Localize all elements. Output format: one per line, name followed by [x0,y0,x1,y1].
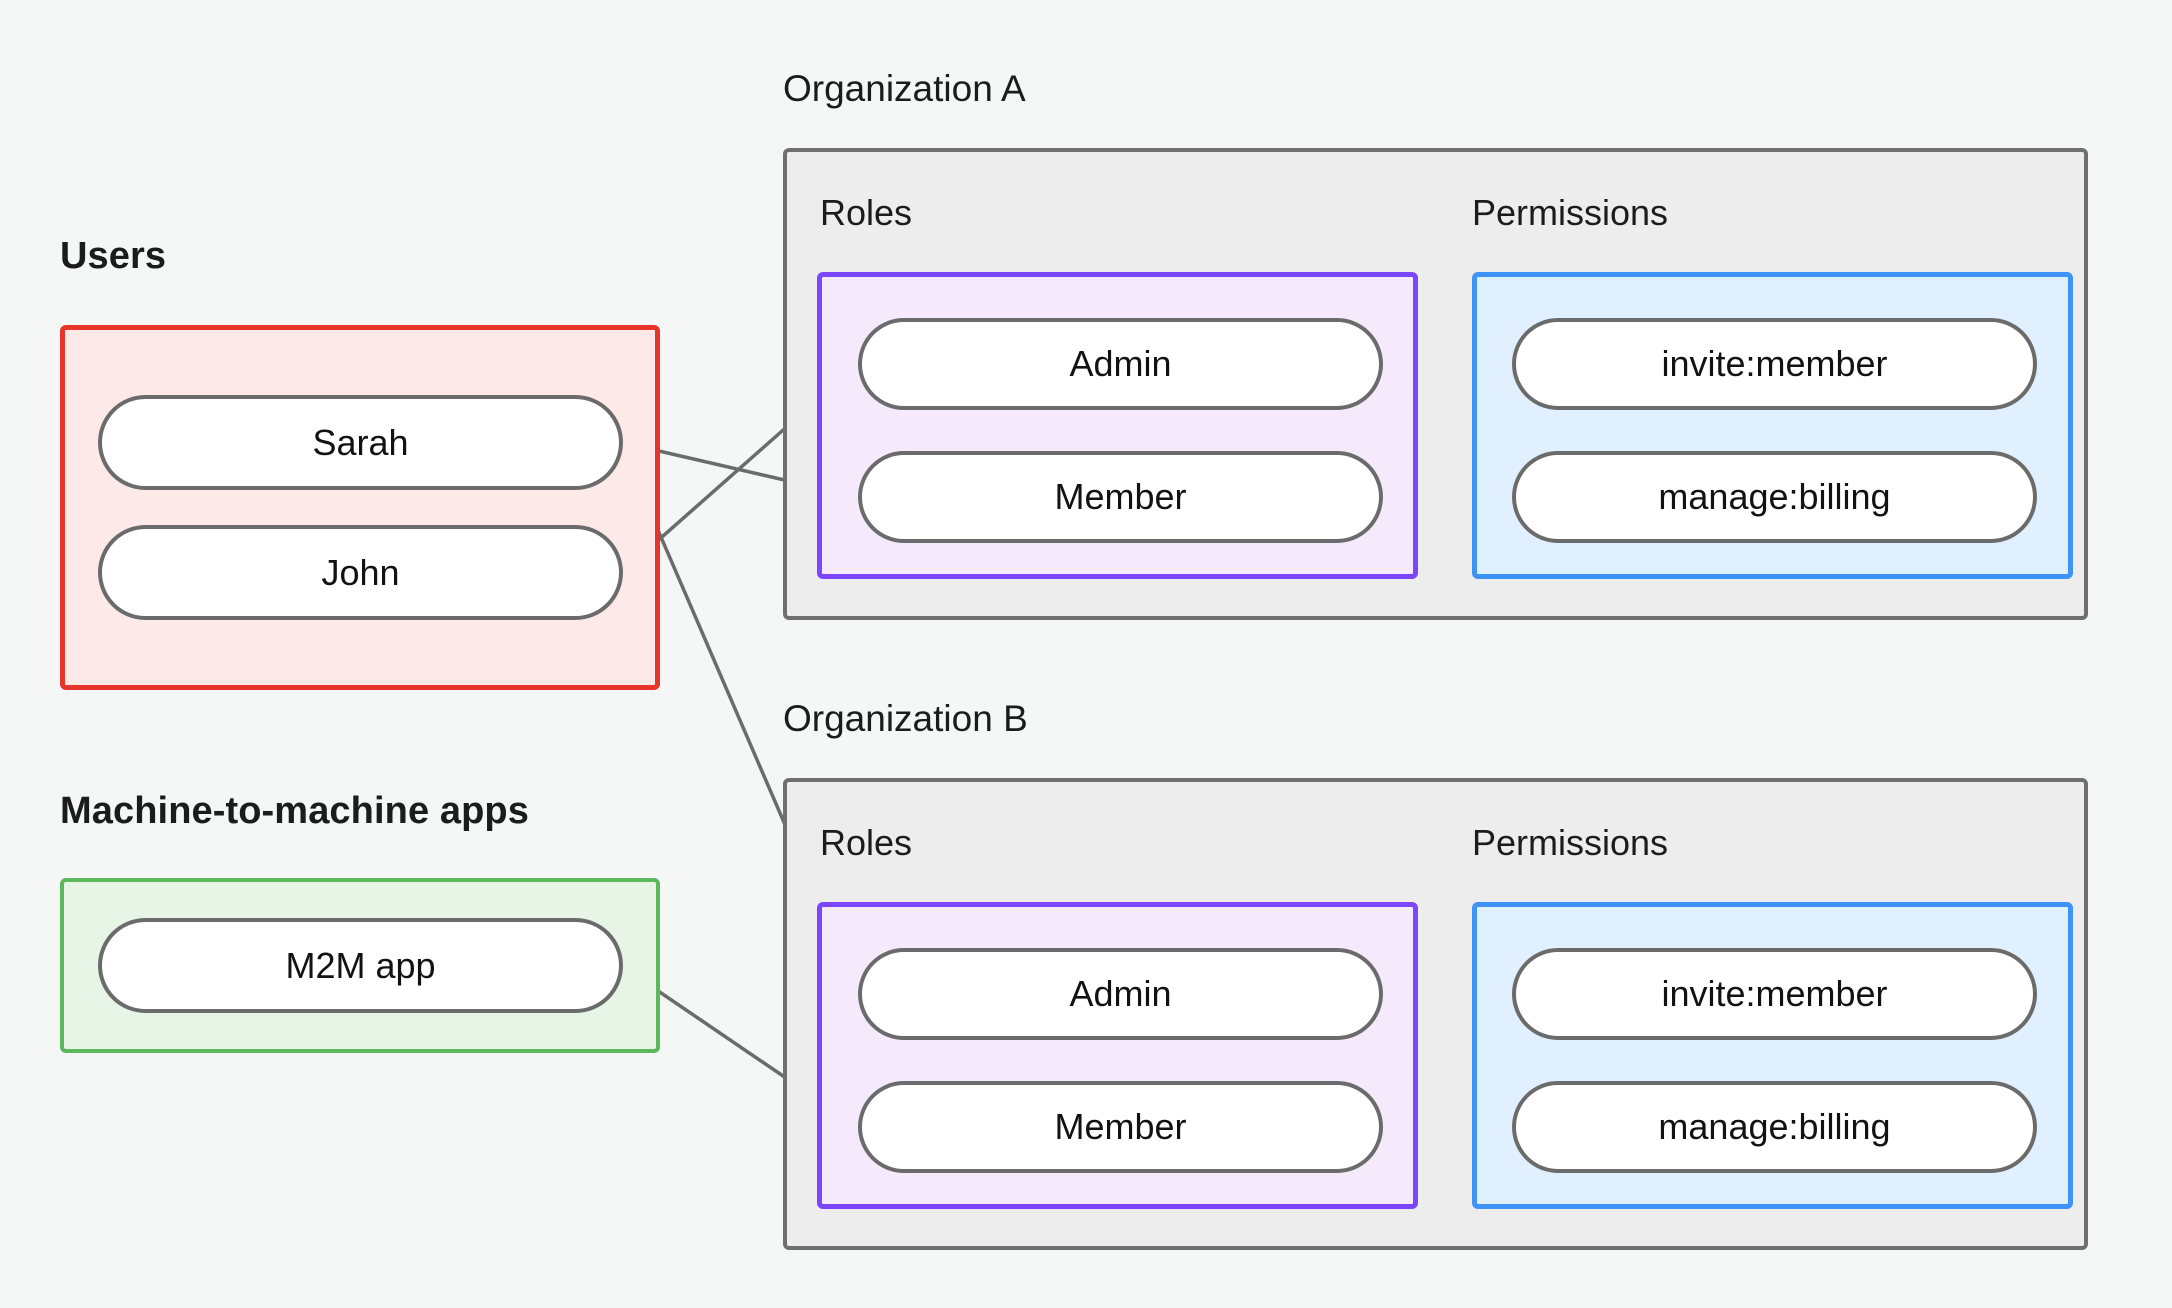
organization-b-title: Organization B [783,698,1028,739]
permission-pill-orgA-manage-billing[interactable]: manage:billing [1512,451,2037,543]
user-pill-sarah[interactable]: Sarah [98,395,623,490]
role-pill-orgA-member[interactable]: Member [858,451,1383,543]
permission-pill-orgB-manage-billing[interactable]: manage:billing [1512,1081,2037,1173]
organization-a-title: Organization A [783,68,1026,109]
users-title: Users [60,235,167,277]
role-pill-orgA-admin[interactable]: Admin [858,318,1383,410]
users-group-box [60,325,660,690]
role-pill-orgB-member[interactable]: Member [858,1081,1383,1173]
user-pill-john[interactable]: John [98,525,623,620]
organization-b-roles-title: Roles [820,822,913,863]
role-pill-orgB-admin[interactable]: Admin [858,948,1383,1040]
organization-a-roles-title: Roles [820,192,913,233]
organization-b-permissions-title: Permissions [1472,822,1669,863]
m2m-pill-app[interactable]: M2M app [98,918,623,1013]
permission-pill-orgA-invite-member[interactable]: invite:member [1512,318,2037,410]
permission-pill-orgB-invite-member[interactable]: invite:member [1512,948,2037,1040]
m2m-title: Machine-to-machine apps [60,790,529,832]
organization-a-permissions-title: Permissions [1472,192,1669,233]
